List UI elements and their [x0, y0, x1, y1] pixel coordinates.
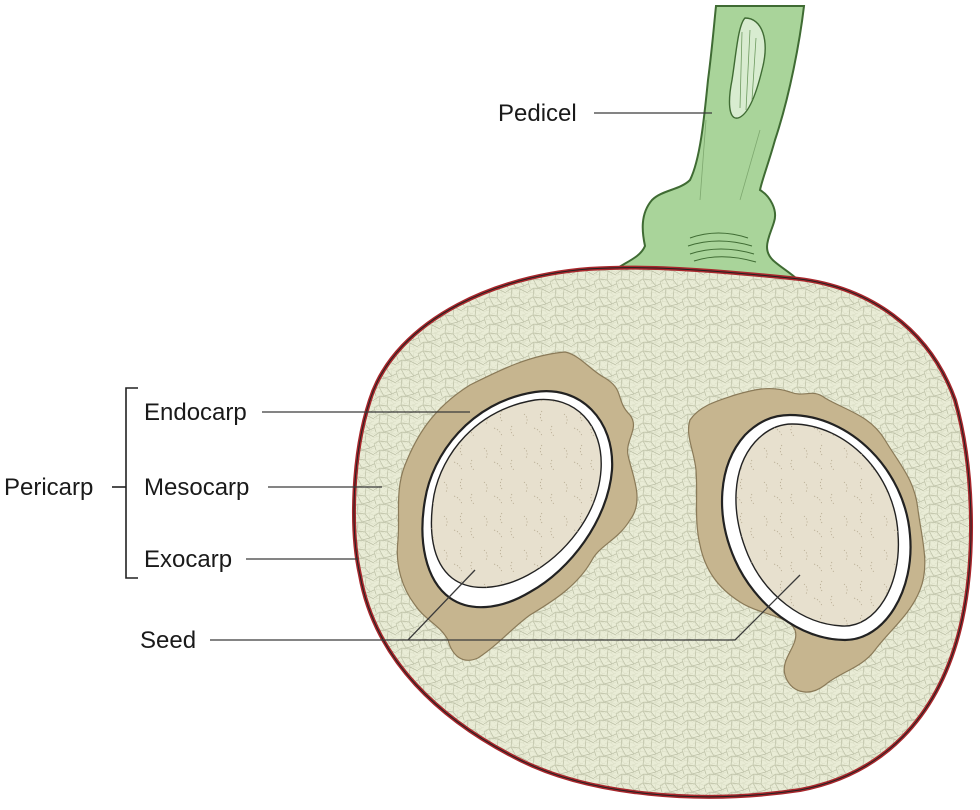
label-mesocarp: Mesocarp — [144, 474, 249, 501]
label-exocarp: Exocarp — [144, 546, 232, 573]
label-pericarp: Pericarp — [4, 474, 93, 501]
label-endocarp: Endocarp — [144, 399, 247, 426]
label-pedicel: Pedicel — [498, 100, 577, 127]
pericarp-bracket — [112, 388, 138, 578]
label-seed: Seed — [140, 627, 196, 654]
pedicel-stalk — [612, 6, 804, 280]
